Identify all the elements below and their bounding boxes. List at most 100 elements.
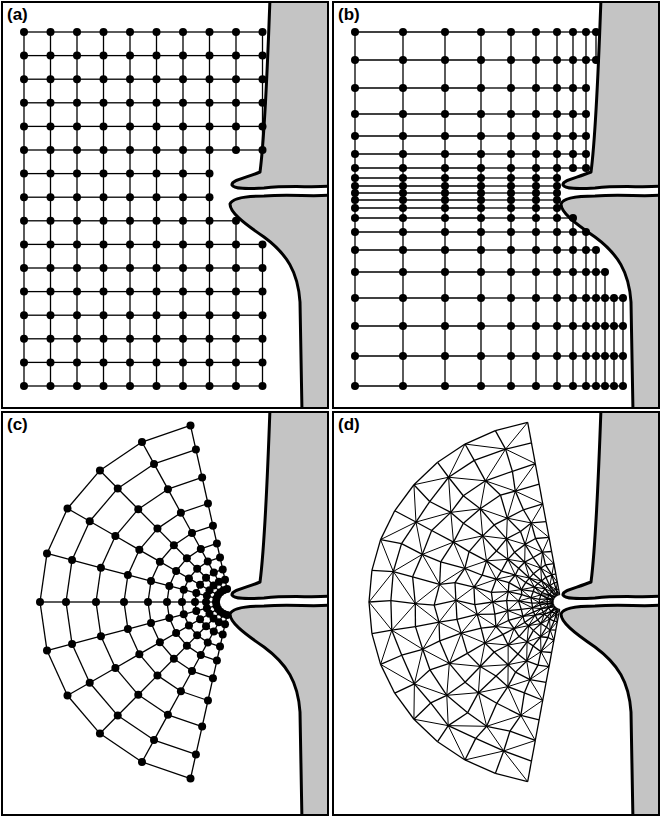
mesh-edge: [392, 604, 416, 630]
grid-line: [101, 536, 115, 568]
grid-line: [434, 605, 439, 622]
grid-line: [403, 192, 445, 193]
mesh-edge: [541, 630, 551, 637]
mesh-edge: [556, 609, 560, 614]
mesh-edge: [525, 523, 531, 544]
grid-node: [399, 28, 407, 36]
grid-line: [572, 298, 573, 326]
grid-node: [170, 655, 178, 663]
grid-line: [101, 636, 115, 668]
mesh-edge: [480, 643, 485, 666]
grid-line: [534, 584, 537, 588]
grid-line: [100, 734, 142, 762]
grid-node: [553, 182, 561, 190]
grid-node: [477, 352, 485, 360]
grid-node: [221, 620, 229, 628]
grid-line: [355, 167, 403, 168]
mesh-edge: [414, 719, 448, 725]
mesh-edge: [454, 536, 483, 542]
grid-node: [138, 438, 146, 446]
grid-node: [164, 711, 172, 719]
grid-node: [179, 52, 187, 60]
grid-node: [399, 189, 407, 197]
mesh-edge: [416, 512, 451, 522]
mesh-edge: [515, 464, 535, 492]
grid-node: [47, 382, 55, 390]
grid-line: [487, 726, 510, 731]
grid-line: [395, 693, 414, 719]
grid-node: [100, 311, 108, 319]
grid-node: [100, 99, 108, 107]
grid-node: [477, 268, 485, 276]
mesh-edge: [524, 544, 525, 562]
mesh-edge: [447, 693, 479, 696]
land-area: [230, 195, 328, 408]
mesh-edge: [550, 575, 552, 586]
grid-node: [111, 532, 119, 540]
grid-node: [507, 214, 515, 222]
grid-node: [47, 335, 55, 343]
grid-line: [508, 552, 515, 559]
grid-line: [525, 558, 534, 563]
grid-line: [139, 529, 157, 550]
grid-line: [572, 326, 573, 356]
grid-line: [128, 550, 139, 575]
grid-node: [223, 611, 231, 619]
mesh-edge: [534, 587, 541, 595]
mesh-edge: [506, 422, 528, 449]
grid-line: [403, 31, 445, 32]
grid-node: [206, 28, 214, 36]
grid-line: [496, 626, 503, 634]
mesh-edge: [533, 607, 542, 609]
mesh-edge: [507, 665, 508, 687]
grid-node: [206, 193, 214, 201]
grid-node: [86, 679, 94, 687]
grid-line: [118, 464, 154, 488]
grid-node: [351, 352, 359, 360]
grid-line: [138, 695, 168, 715]
grid-line: [72, 560, 101, 568]
grid-node: [183, 554, 191, 562]
grid-line: [438, 462, 449, 477]
land-area: [563, 412, 659, 599]
grid-node: [20, 75, 28, 83]
grid-node: [164, 485, 172, 493]
grid-line: [47, 508, 67, 553]
grid-node: [73, 382, 81, 390]
grid-node: [441, 182, 449, 190]
grid-node: [532, 150, 540, 158]
grid-node: [507, 352, 515, 360]
mesh-edge: [548, 602, 553, 604]
mesh-edge: [506, 518, 508, 539]
grid-line: [481, 153, 511, 154]
grid-node: [399, 382, 407, 390]
mesh-edge: [496, 611, 508, 627]
grid-node: [441, 189, 449, 197]
grid-node: [259, 75, 267, 83]
grid-node: [507, 28, 515, 36]
grid-node: [126, 99, 134, 107]
grid-line: [497, 687, 508, 704]
grid-line: [481, 192, 511, 193]
grid-line: [402, 356, 403, 386]
grid-line: [445, 135, 481, 136]
grid-node: [441, 174, 449, 182]
grid-line: [480, 298, 481, 326]
grid-node: [351, 382, 359, 390]
grid-line: [445, 231, 481, 232]
grid-node: [507, 174, 515, 182]
mesh-edge: [465, 751, 504, 760]
grid-node: [569, 382, 577, 390]
grid-line: [501, 559, 507, 571]
grid-line: [613, 326, 614, 356]
grid-node: [20, 146, 28, 154]
grid-line: [543, 682, 546, 700]
grid-node: [197, 651, 205, 659]
mesh-edge: [478, 666, 480, 692]
grid-line: [355, 217, 403, 218]
grid-line: [494, 645, 508, 652]
grid-line: [481, 231, 511, 232]
grid-line: [403, 199, 445, 200]
grid-node: [206, 240, 214, 248]
grid-node: [153, 170, 161, 178]
